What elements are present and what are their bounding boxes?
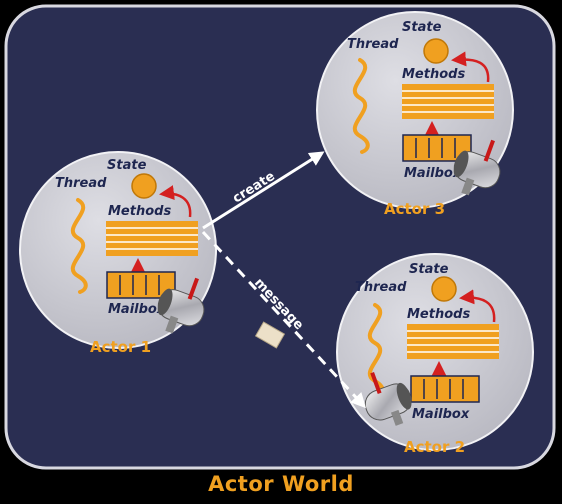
- state-icon: [131, 173, 157, 199]
- actor-name: Actor 2: [404, 438, 465, 456]
- mailbox-label: Mailbox: [108, 302, 166, 317]
- mailbox-queue: [410, 375, 480, 403]
- mailbox-icon: [453, 139, 501, 196]
- methods-label: Methods: [407, 307, 470, 322]
- thread-label: Thread: [355, 280, 407, 295]
- actor-name: Actor 1: [90, 338, 151, 356]
- state-label: State: [409, 262, 449, 277]
- thread-icon: [70, 198, 88, 294]
- state-label: State: [107, 158, 147, 173]
- state-update-arrow: [451, 51, 490, 83]
- thread-label: Thread: [55, 176, 107, 191]
- world-title: Actor World: [208, 472, 354, 496]
- state-icon: [423, 38, 449, 64]
- message-envelope-icon: [254, 321, 286, 349]
- actor-2: Thread State Methods Mailbox Actor 2: [336, 253, 534, 456]
- methods-stack: [407, 324, 499, 359]
- mailbox-label: Mailbox: [412, 407, 470, 422]
- state-update-arrow: [459, 289, 496, 323]
- thread-icon: [352, 58, 370, 154]
- actor-1: Thread State Methods Mailbox Actor 1: [19, 151, 217, 356]
- methods-stack: [106, 221, 198, 256]
- mailbox-icon: [364, 372, 412, 426]
- message-arrow: [201, 230, 367, 409]
- thread-label: Thread: [347, 37, 399, 52]
- methods-label: Methods: [402, 67, 465, 82]
- state-icon: [431, 276, 457, 302]
- methods-label: Methods: [108, 204, 171, 219]
- state-update-arrow: [159, 185, 192, 218]
- state-label: State: [402, 20, 442, 35]
- actor-3: Thread State Methods Mailbox Actor 3: [316, 11, 514, 218]
- actor-name: Actor 3: [384, 200, 445, 218]
- mailbox-icon: [157, 277, 205, 334]
- methods-stack: [402, 84, 494, 119]
- mailbox-label: Mailbox: [404, 166, 462, 181]
- create-arrow: [202, 151, 325, 230]
